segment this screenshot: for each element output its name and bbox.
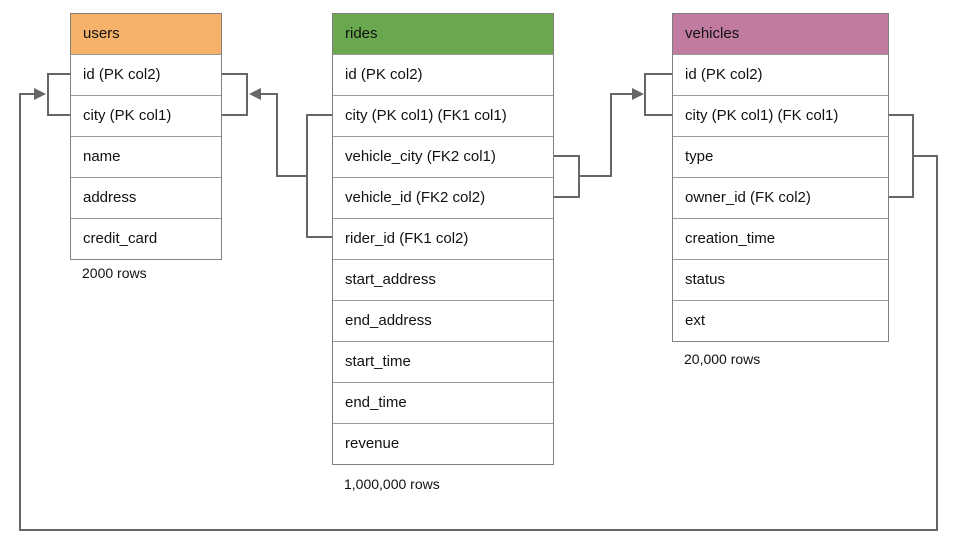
fk-users-bracket xyxy=(47,73,70,116)
fk1-rides-bracket xyxy=(306,114,332,238)
column-vehicles-type: type xyxy=(673,136,888,177)
fk2-vehicles-bracket xyxy=(644,73,672,116)
fk2-arrowhead-icon xyxy=(632,88,644,100)
fk2-rides-bracket xyxy=(553,155,580,198)
fk1-connector-line xyxy=(260,93,307,177)
fk-connector-line xyxy=(19,93,938,531)
column-rides-end-time: end_time xyxy=(333,382,553,423)
table-header-users: users xyxy=(71,14,221,54)
column-rides-revenue: revenue xyxy=(333,423,553,464)
column-vehicles-creation-time: creation_time xyxy=(673,218,888,259)
table-users: users id (PK col2) city (PK col1) name a… xyxy=(70,13,222,260)
table-header-rides: rides xyxy=(333,14,553,54)
fk1-users-bracket xyxy=(222,73,248,116)
column-users-credit-card: credit_card xyxy=(71,218,221,259)
table-rides: rides id (PK col2) city (PK col1) (FK1 c… xyxy=(332,13,554,465)
column-vehicles-city: city (PK col1) (FK col1) xyxy=(673,95,888,136)
column-rides-start-address: start_address xyxy=(333,259,553,300)
table-vehicles: vehicles id (PK col2) city (PK col1) (FK… xyxy=(672,13,889,342)
column-rides-start-time: start_time xyxy=(333,341,553,382)
column-vehicles-status: status xyxy=(673,259,888,300)
fk-arrowhead-icon xyxy=(34,88,46,100)
fk-vehicles-bracket xyxy=(888,114,914,198)
column-users-address: address xyxy=(71,177,221,218)
table-header-vehicles: vehicles xyxy=(673,14,888,54)
row-count-rides: 1,000,000 rows xyxy=(344,476,440,492)
column-rides-rider-id: rider_id (FK1 col2) xyxy=(333,218,553,259)
column-users-city: city (PK col1) xyxy=(71,95,221,136)
fk2-connector-line xyxy=(579,93,633,177)
column-vehicles-id: id (PK col2) xyxy=(673,54,888,95)
column-rides-vehicle-city: vehicle_city (FK2 col1) xyxy=(333,136,553,177)
column-rides-id: id (PK col2) xyxy=(333,54,553,95)
column-rides-city: city (PK col1) (FK1 col1) xyxy=(333,95,553,136)
row-count-users: 2000 rows xyxy=(82,265,147,281)
column-vehicles-owner-id: owner_id (FK col2) xyxy=(673,177,888,218)
column-users-id: id (PK col2) xyxy=(71,54,221,95)
column-rides-vehicle-id: vehicle_id (FK2 col2) xyxy=(333,177,553,218)
column-users-name: name xyxy=(71,136,221,177)
column-rides-end-address: end_address xyxy=(333,300,553,341)
fk1-arrowhead-icon xyxy=(249,88,261,100)
column-vehicles-ext: ext xyxy=(673,300,888,341)
row-count-vehicles: 20,000 rows xyxy=(684,351,761,367)
